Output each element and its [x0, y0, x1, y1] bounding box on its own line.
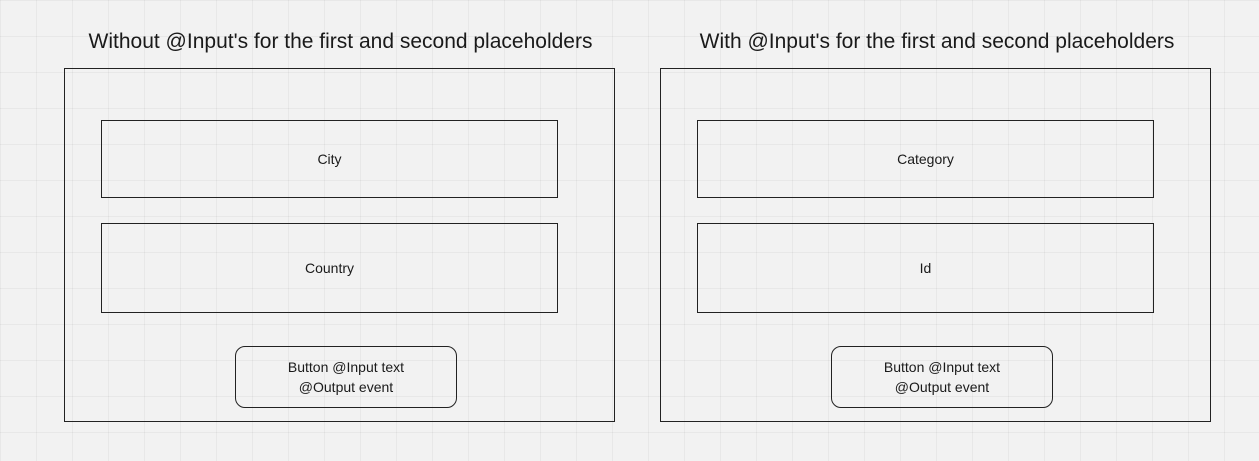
right-panel: Category Id Button @Input text @Output e… [660, 68, 1211, 422]
right-panel-title: With @Input's for the first and second p… [699, 30, 1175, 53]
left-button[interactable]: Button @Input text @Output event [235, 346, 457, 408]
left-second-placeholder: Country [101, 223, 558, 313]
left-panel-title: Without @Input's for the first and secon… [88, 30, 593, 53]
right-second-placeholder: Id [697, 223, 1154, 313]
right-button-event: @Output event [894, 379, 990, 395]
left-first-placeholder: City [101, 120, 558, 198]
left-button-event: @Output event [298, 379, 394, 395]
left-button-label: Button @Input text [287, 359, 405, 375]
right-button[interactable]: Button @Input text @Output event [831, 346, 1053, 408]
left-panel: City Country Button @Input text @Output … [64, 68, 615, 422]
right-button-label: Button @Input text [883, 359, 1001, 375]
right-first-placeholder: Category [697, 120, 1154, 198]
